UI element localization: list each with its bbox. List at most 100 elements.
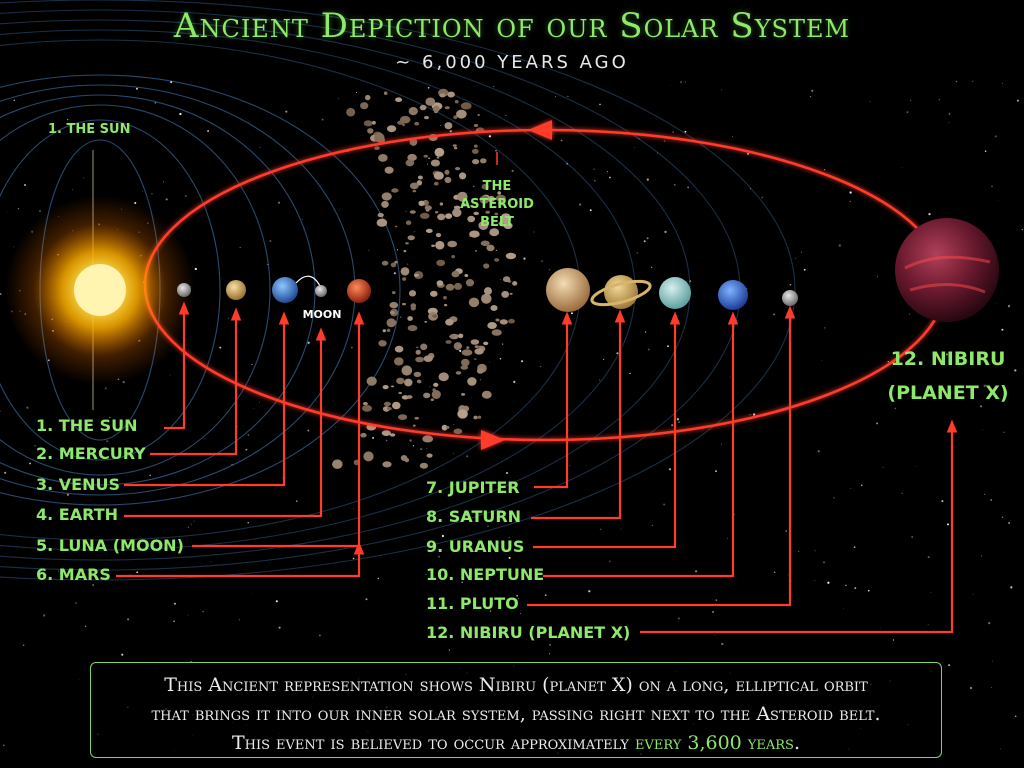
star <box>853 546 856 548</box>
star <box>680 81 682 83</box>
star <box>428 157 430 160</box>
asteroid <box>489 228 500 237</box>
asteroid <box>458 333 464 339</box>
star <box>219 346 222 349</box>
star <box>34 444 36 447</box>
asteroid <box>455 167 461 171</box>
asteroid <box>501 290 510 298</box>
star <box>721 444 722 445</box>
star <box>92 584 95 586</box>
star <box>463 203 466 206</box>
asteroid <box>444 169 450 175</box>
star <box>787 574 789 576</box>
star <box>1021 228 1023 231</box>
leader-earth <box>124 327 327 518</box>
info-highlight-period: every 3,600 years <box>635 732 794 754</box>
star <box>1014 715 1017 718</box>
star <box>533 231 535 233</box>
star <box>721 642 724 646</box>
asteroid <box>412 189 417 193</box>
star <box>500 279 501 281</box>
neptune <box>718 280 748 310</box>
asteroid <box>483 263 490 269</box>
star <box>541 260 543 262</box>
star <box>795 257 797 259</box>
star <box>66 493 69 496</box>
asteroid <box>402 123 405 127</box>
star <box>673 183 676 186</box>
star <box>910 395 912 397</box>
star <box>603 358 605 360</box>
star <box>867 589 870 592</box>
asteroid <box>386 328 391 332</box>
asteroid <box>455 371 462 375</box>
asteroid <box>474 144 478 148</box>
star <box>104 387 107 390</box>
asteroid <box>474 348 484 355</box>
star <box>253 408 255 409</box>
asteroid <box>419 212 430 219</box>
star <box>400 316 402 318</box>
star <box>459 349 462 352</box>
asteroid <box>457 409 468 419</box>
asteroid-belt <box>332 88 518 470</box>
star <box>405 210 407 213</box>
star <box>425 573 427 576</box>
star <box>671 424 674 427</box>
asteroid <box>505 252 517 260</box>
star <box>861 484 863 487</box>
asteroid <box>451 255 456 259</box>
asteroid <box>409 210 416 214</box>
star <box>566 162 569 165</box>
asteroid <box>452 208 462 218</box>
star <box>948 113 951 115</box>
asteroid-belt-label-2: ASTEROID <box>460 197 534 212</box>
star <box>732 136 734 137</box>
star <box>339 209 341 211</box>
star <box>599 103 601 106</box>
star <box>1014 369 1017 372</box>
star <box>663 140 666 142</box>
leader-saturn <box>531 309 626 520</box>
asteroid <box>402 302 406 306</box>
asteroid <box>383 401 391 407</box>
asteroid <box>389 433 396 437</box>
saturn <box>590 275 652 309</box>
star <box>995 303 996 304</box>
asteroid <box>387 125 397 133</box>
star <box>833 496 835 499</box>
asteroid <box>435 240 445 250</box>
star <box>83 177 85 179</box>
star <box>972 80 974 82</box>
asteroid <box>426 453 433 458</box>
asteroid <box>444 176 452 184</box>
asteroid <box>466 346 470 349</box>
star <box>172 105 174 106</box>
asteroid <box>452 144 457 147</box>
asteroid <box>381 260 389 266</box>
asteroid <box>415 349 421 355</box>
star <box>7 211 8 213</box>
asteroid <box>394 357 404 366</box>
star <box>849 200 851 202</box>
star <box>606 171 609 173</box>
asteroid <box>461 393 466 396</box>
star <box>523 257 526 260</box>
star <box>838 244 841 247</box>
asteroid <box>454 100 459 104</box>
asteroid <box>360 102 369 110</box>
asteroid <box>472 159 480 165</box>
star <box>1010 586 1013 589</box>
star <box>487 525 489 527</box>
asteroid <box>480 240 490 247</box>
star <box>646 178 649 181</box>
asteroid <box>453 342 462 351</box>
star <box>427 86 430 89</box>
asteroid <box>409 439 412 442</box>
star <box>555 96 557 98</box>
leader-venus <box>124 311 290 487</box>
asteroid <box>424 205 432 211</box>
mars <box>347 279 371 303</box>
star <box>91 129 94 132</box>
asteroid <box>386 318 396 328</box>
